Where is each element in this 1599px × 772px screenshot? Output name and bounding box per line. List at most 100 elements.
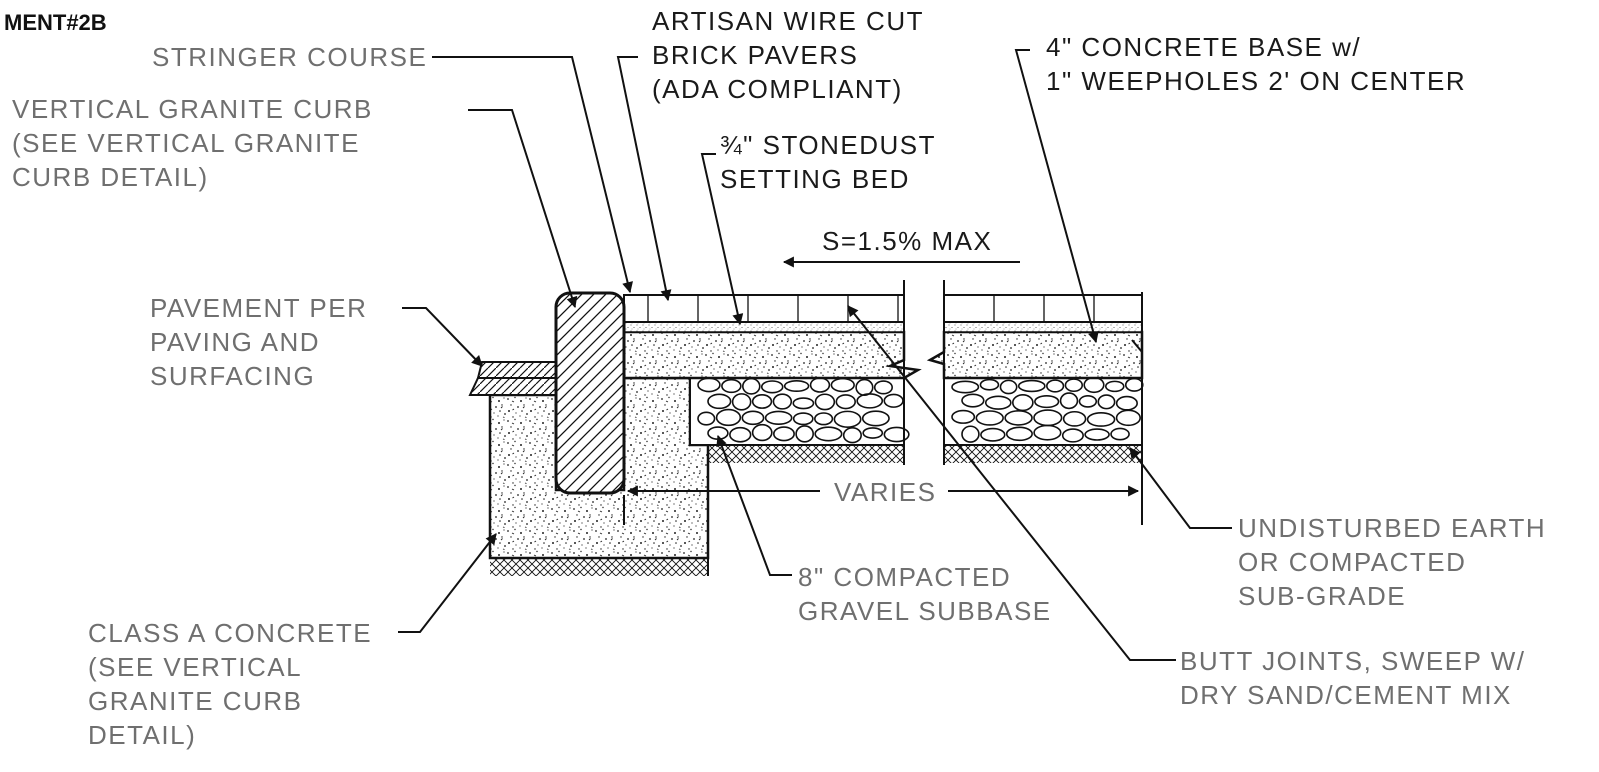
label-line: ARTISAN WIRE CUT — [652, 6, 924, 36]
gravel-stone — [1061, 428, 1084, 443]
leader-setting-bed — [700, 153, 744, 326]
leader-pavement — [402, 307, 483, 367]
label-line: (SEE VERTICAL GRANITE — [12, 128, 360, 158]
label-line: OR COMPACTED — [1238, 547, 1467, 577]
label-line: 8" COMPACTED — [798, 562, 1012, 592]
gravel-stone — [842, 427, 862, 444]
gravel-stone — [1059, 392, 1079, 410]
label-line: DRY SAND/CEMENT MIX — [1180, 680, 1512, 710]
break-lines — [903, 280, 1143, 525]
label-line: PAVING AND — [150, 327, 321, 357]
gravel-stone — [951, 380, 980, 394]
label-gravel-subbase: 8" COMPACTED GRAVEL SUBBASE — [798, 560, 1052, 628]
gravel-stone — [1104, 380, 1125, 393]
gravel-stone — [792, 412, 814, 426]
gravel-stone — [984, 395, 1012, 410]
gravel-stone — [814, 426, 843, 442]
label-line: BRICK PAVERS — [652, 40, 859, 70]
label-stringer-course: STRINGER COURSE — [152, 42, 428, 72]
leader-class-a-concrete — [398, 533, 497, 633]
gravel-stone — [951, 409, 976, 424]
gravel-stone — [795, 425, 814, 443]
stonedust-setting-bed — [623, 321, 1143, 333]
leader-subgrade — [1129, 447, 1232, 529]
gravel-stone — [999, 379, 1018, 395]
label-line: (SEE VERTICAL — [88, 652, 303, 682]
label-line: GRAVEL SUBBASE — [798, 596, 1052, 626]
gravel-stone — [835, 394, 856, 410]
gravel-stone — [1017, 379, 1046, 393]
gravel-stone — [731, 393, 752, 411]
gravel-subbase — [689, 376, 1144, 446]
label-line: 4" CONCRETE BASE w/ — [1046, 32, 1362, 62]
label-line: CURB DETAIL) — [12, 162, 209, 192]
gravel-stone — [1046, 379, 1065, 393]
gravel-stone — [1078, 395, 1098, 408]
gravel-stone — [751, 394, 773, 409]
label-setting-bed: ¾" STONEDUST SETTING BED — [720, 128, 936, 196]
label-subgrade: UNDISTURBED EARTH OR COMPACTED SUB-GRADE — [1238, 511, 1546, 613]
gravel-stone — [833, 410, 862, 428]
label-line: GRANITE CURB — [88, 686, 303, 716]
gravel-stone — [873, 380, 893, 395]
leader-brick-pavers — [616, 56, 672, 302]
gravel-stone — [1086, 412, 1116, 427]
gravel-stone — [783, 379, 810, 393]
gravel-stone — [721, 378, 742, 394]
leader-gravel-subbase — [716, 434, 792, 576]
gravel-stone — [883, 426, 910, 443]
gravel-stone — [760, 380, 784, 394]
gravel-stone — [1084, 428, 1110, 441]
gravel-stone — [792, 397, 815, 410]
label-concrete-base: 4" CONCRETE BASE w/ 1" WEEPHOLES 2' ON C… — [1046, 30, 1466, 98]
label-line: BUTT JOINTS, SWEEP W/ — [1180, 646, 1526, 676]
gravel-stone — [861, 410, 890, 427]
gravel-stone — [975, 410, 1004, 426]
label-line: UNDISTURBED EARTH — [1238, 513, 1547, 543]
label-butt-joints: BUTT JOINTS, SWEEP W/ DRY SAND/CEMENT MI… — [1180, 644, 1525, 712]
concrete-base — [622, 330, 1144, 380]
gravel-stone — [856, 393, 884, 409]
leader-concrete-base-2 — [1131, 339, 1143, 353]
leader-vertical-curb — [468, 109, 578, 309]
gravel-stone — [979, 378, 1000, 391]
gravel-stone — [1033, 424, 1062, 441]
label-vertical-granite-curb: VERTICAL GRANITE CURB (SEE VERTICAL GRAN… — [12, 92, 373, 194]
gravel-stone — [814, 412, 834, 426]
gravel-stone — [961, 425, 980, 443]
gravel-stone — [862, 427, 884, 439]
gravel-stone — [1062, 410, 1087, 427]
leader-butt-joints — [847, 305, 1176, 661]
slope-label: S=1.5% MAX — [822, 226, 993, 256]
pavement-layer — [468, 361, 557, 396]
vertical-granite-curb — [554, 291, 626, 495]
label-line: SUB-GRADE — [1238, 581, 1407, 611]
gravel-stone — [1115, 409, 1141, 427]
gravel-stone — [1097, 394, 1116, 410]
label-class-a-concrete: CLASS A CONCRETE (SEE VERTICAL GRANITE C… — [88, 616, 372, 752]
gravel-stone — [729, 426, 752, 443]
leader-concrete-base — [1014, 49, 1099, 344]
label-line: ¾" STONEDUST — [720, 130, 937, 160]
gravel-stone — [772, 393, 793, 410]
dimension-label: VARIES — [834, 477, 937, 507]
gravel-stone — [1004, 410, 1033, 426]
leader-stringer-course — [432, 56, 633, 294]
label-pavement: PAVEMENT PER PAVING AND SURFACING — [150, 291, 367, 393]
leader-lines — [398, 49, 1232, 661]
label-line: (ADA COMPLIANT) — [652, 74, 903, 104]
gravel-stone — [980, 427, 1006, 442]
label-line: SURFACING — [150, 361, 316, 391]
gravel-stone — [1005, 426, 1033, 442]
label-line: SETTING BED — [720, 164, 910, 194]
detail-reference: MENT#2B — [4, 10, 107, 35]
gravel-stone — [773, 426, 795, 442]
gravel-stone — [814, 393, 836, 411]
label-line: PAVEMENT PER — [150, 293, 368, 323]
brick-pavers — [623, 294, 1143, 323]
gravel-stone — [751, 423, 773, 442]
gravel-stone — [715, 408, 742, 427]
gravel-stone — [883, 393, 904, 408]
gravel-stone — [764, 410, 793, 425]
